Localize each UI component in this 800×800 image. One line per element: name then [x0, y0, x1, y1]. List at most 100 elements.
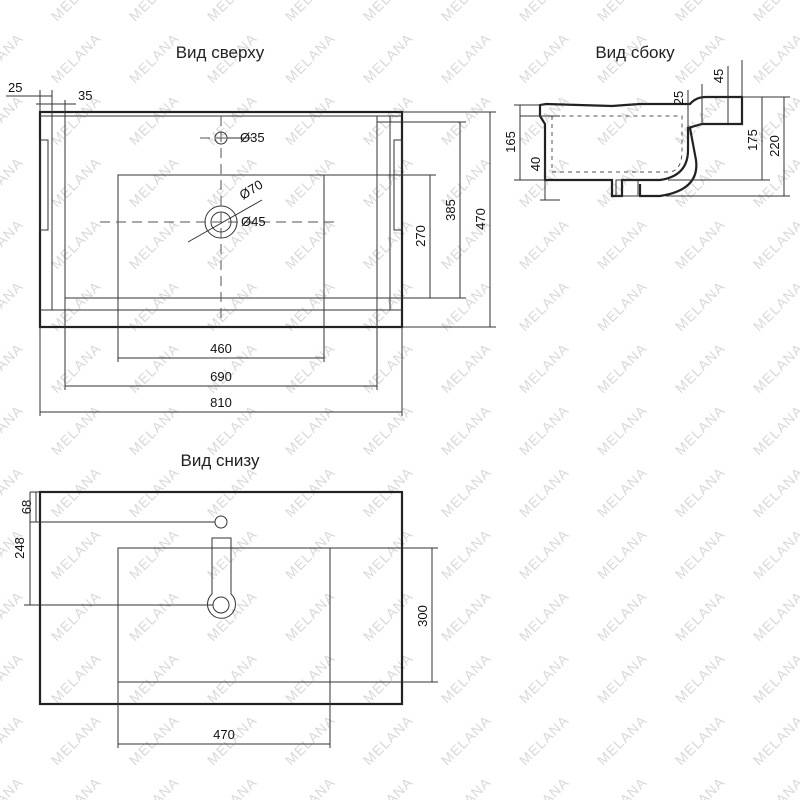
top-view: Вид сверху Ø35 Ø70 Ø45: [6, 43, 496, 416]
watermark-text-42: MELANA: [438, 92, 494, 148]
watermark-text-30: MELANA: [438, 30, 494, 86]
watermark-text-174: MELANA: [438, 774, 494, 800]
watermark-text-125: MELANA: [360, 526, 416, 582]
watermark-text-75: MELANA: [204, 278, 260, 334]
watermark-text-36: MELANA: [0, 92, 26, 148]
watermark-text-16: MELANA: [282, 0, 338, 24]
watermark-text-68: MELANA: [594, 216, 650, 272]
watermark-text-58: MELANA: [750, 154, 800, 210]
watermark-text-93: MELANA: [672, 340, 728, 396]
watermark-text-132: MELANA: [0, 588, 26, 644]
watermark-text-90: MELANA: [438, 340, 494, 396]
drain-leader: [187, 199, 263, 243]
side-body-outline: [538, 95, 744, 198]
watermark-text-82: MELANA: [750, 278, 800, 334]
watermark-text-78: MELANA: [438, 278, 494, 334]
watermark-text-44: MELANA: [594, 92, 650, 148]
watermark-text-80: MELANA: [594, 278, 650, 334]
watermark-text-175: MELANA: [516, 774, 572, 800]
watermark-text-100: MELANA: [282, 402, 338, 458]
dim-470-label: 470: [473, 208, 488, 230]
watermark-text-62: MELANA: [126, 216, 182, 272]
watermark-text-25: MELANA: [48, 30, 104, 86]
watermark-text-65: MELANA: [360, 216, 416, 272]
watermark-text-176: MELANA: [594, 774, 650, 800]
watermark-text-118: MELANA: [750, 464, 800, 520]
watermark-text-152: MELANA: [594, 650, 650, 706]
watermark-text-67: MELANA: [516, 216, 572, 272]
watermark-text-88: MELANA: [282, 340, 338, 396]
bottom-drain-outlet: [207, 537, 236, 619]
watermark-text-130: MELANA: [750, 526, 800, 582]
watermark-text-114: MELANA: [438, 464, 494, 520]
watermark-text-86: MELANA: [126, 340, 182, 396]
watermark-text-97: MELANA: [48, 402, 104, 458]
watermark-text-18: MELANA: [438, 0, 494, 24]
watermark-text-48: MELANA: [0, 154, 26, 210]
watermark-text-91: MELANA: [516, 340, 572, 396]
watermark-text-139: MELANA: [516, 588, 572, 644]
watermark-text-141: MELANA: [672, 588, 728, 644]
watermark-text-73: MELANA: [48, 278, 104, 334]
watermark-text-171: MELANA: [204, 774, 260, 800]
watermark-text-166: MELANA: [750, 712, 800, 768]
watermark-text-15: MELANA: [204, 0, 260, 24]
watermark-text-138: MELANA: [438, 588, 494, 644]
watermark-text-102: MELANA: [438, 402, 494, 458]
watermark-text-76: MELANA: [282, 278, 338, 334]
watermark-text-158: MELANA: [126, 712, 182, 768]
watermark-text-154: MELANA: [750, 650, 800, 706]
watermark-text-28: MELANA: [282, 30, 338, 86]
dim-270-label: 270: [413, 225, 428, 247]
watermark-text-133: MELANA: [48, 588, 104, 644]
watermark-text-168: MELANA: [0, 774, 26, 800]
watermark-text-85: MELANA: [48, 340, 104, 396]
watermark-text-128: MELANA: [594, 526, 650, 582]
watermark-text-60: MELANA: [0, 216, 26, 272]
watermark-text-98: MELANA: [126, 402, 182, 458]
watermark-text-69: MELANA: [672, 216, 728, 272]
watermark-text-77: MELANA: [360, 278, 416, 334]
watermark-text-24: MELANA: [0, 30, 26, 86]
watermark-text-101: MELANA: [360, 402, 416, 458]
watermark-text-26: MELANA: [126, 30, 182, 86]
watermark-text-172: MELANA: [282, 774, 338, 800]
watermark-text-20: MELANA: [594, 0, 650, 24]
watermark-text-14: MELANA: [126, 0, 182, 24]
watermark-text-103: MELANA: [516, 402, 572, 458]
bottom-bowl: [117, 547, 331, 683]
top-right-notch: [393, 139, 403, 231]
watermark-text-34: MELANA: [750, 30, 800, 86]
watermark-text-140: MELANA: [594, 588, 650, 644]
dim-68-label: 68: [19, 500, 34, 514]
watermark-text-149: MELANA: [360, 650, 416, 706]
watermark-text-153: MELANA: [672, 650, 728, 706]
dim-470b-label: 470: [213, 727, 235, 742]
watermark-text-61: MELANA: [48, 216, 104, 272]
watermark-text-169: MELANA: [48, 774, 104, 800]
bottom-view-title: Вид снизу: [181, 451, 260, 470]
dim-220-label: 220: [767, 135, 782, 157]
watermark-text-13: MELANA: [48, 0, 104, 24]
watermark-text-151: MELANA: [516, 650, 572, 706]
dim-385-label: 385: [443, 199, 458, 221]
watermark-text-19: MELANA: [516, 0, 572, 24]
watermark-text-156: MELANA: [0, 712, 26, 768]
dim-810-label: 810: [210, 395, 232, 410]
bottom-tap-hole: [214, 515, 228, 529]
watermark-text-57: MELANA: [672, 154, 728, 210]
dim-460-label: 460: [210, 341, 232, 356]
watermark-text-89: MELANA: [360, 340, 416, 396]
side-view: Вид сбоку 45 25 165 40 175 220: [503, 43, 790, 201]
watermark-text-157: MELANA: [48, 712, 104, 768]
watermark-text-81: MELANA: [672, 278, 728, 334]
watermark-text-115: MELANA: [516, 464, 572, 520]
dim-175-label: 175: [745, 129, 760, 151]
watermark-text-99: MELANA: [204, 402, 260, 458]
dim-248-label: 248: [12, 537, 27, 559]
watermark-text-37: MELANA: [48, 92, 104, 148]
watermark-text-137: MELANA: [360, 588, 416, 644]
watermark-text-22: MELANA: [750, 0, 800, 24]
dim-40-label: 40: [528, 157, 543, 171]
